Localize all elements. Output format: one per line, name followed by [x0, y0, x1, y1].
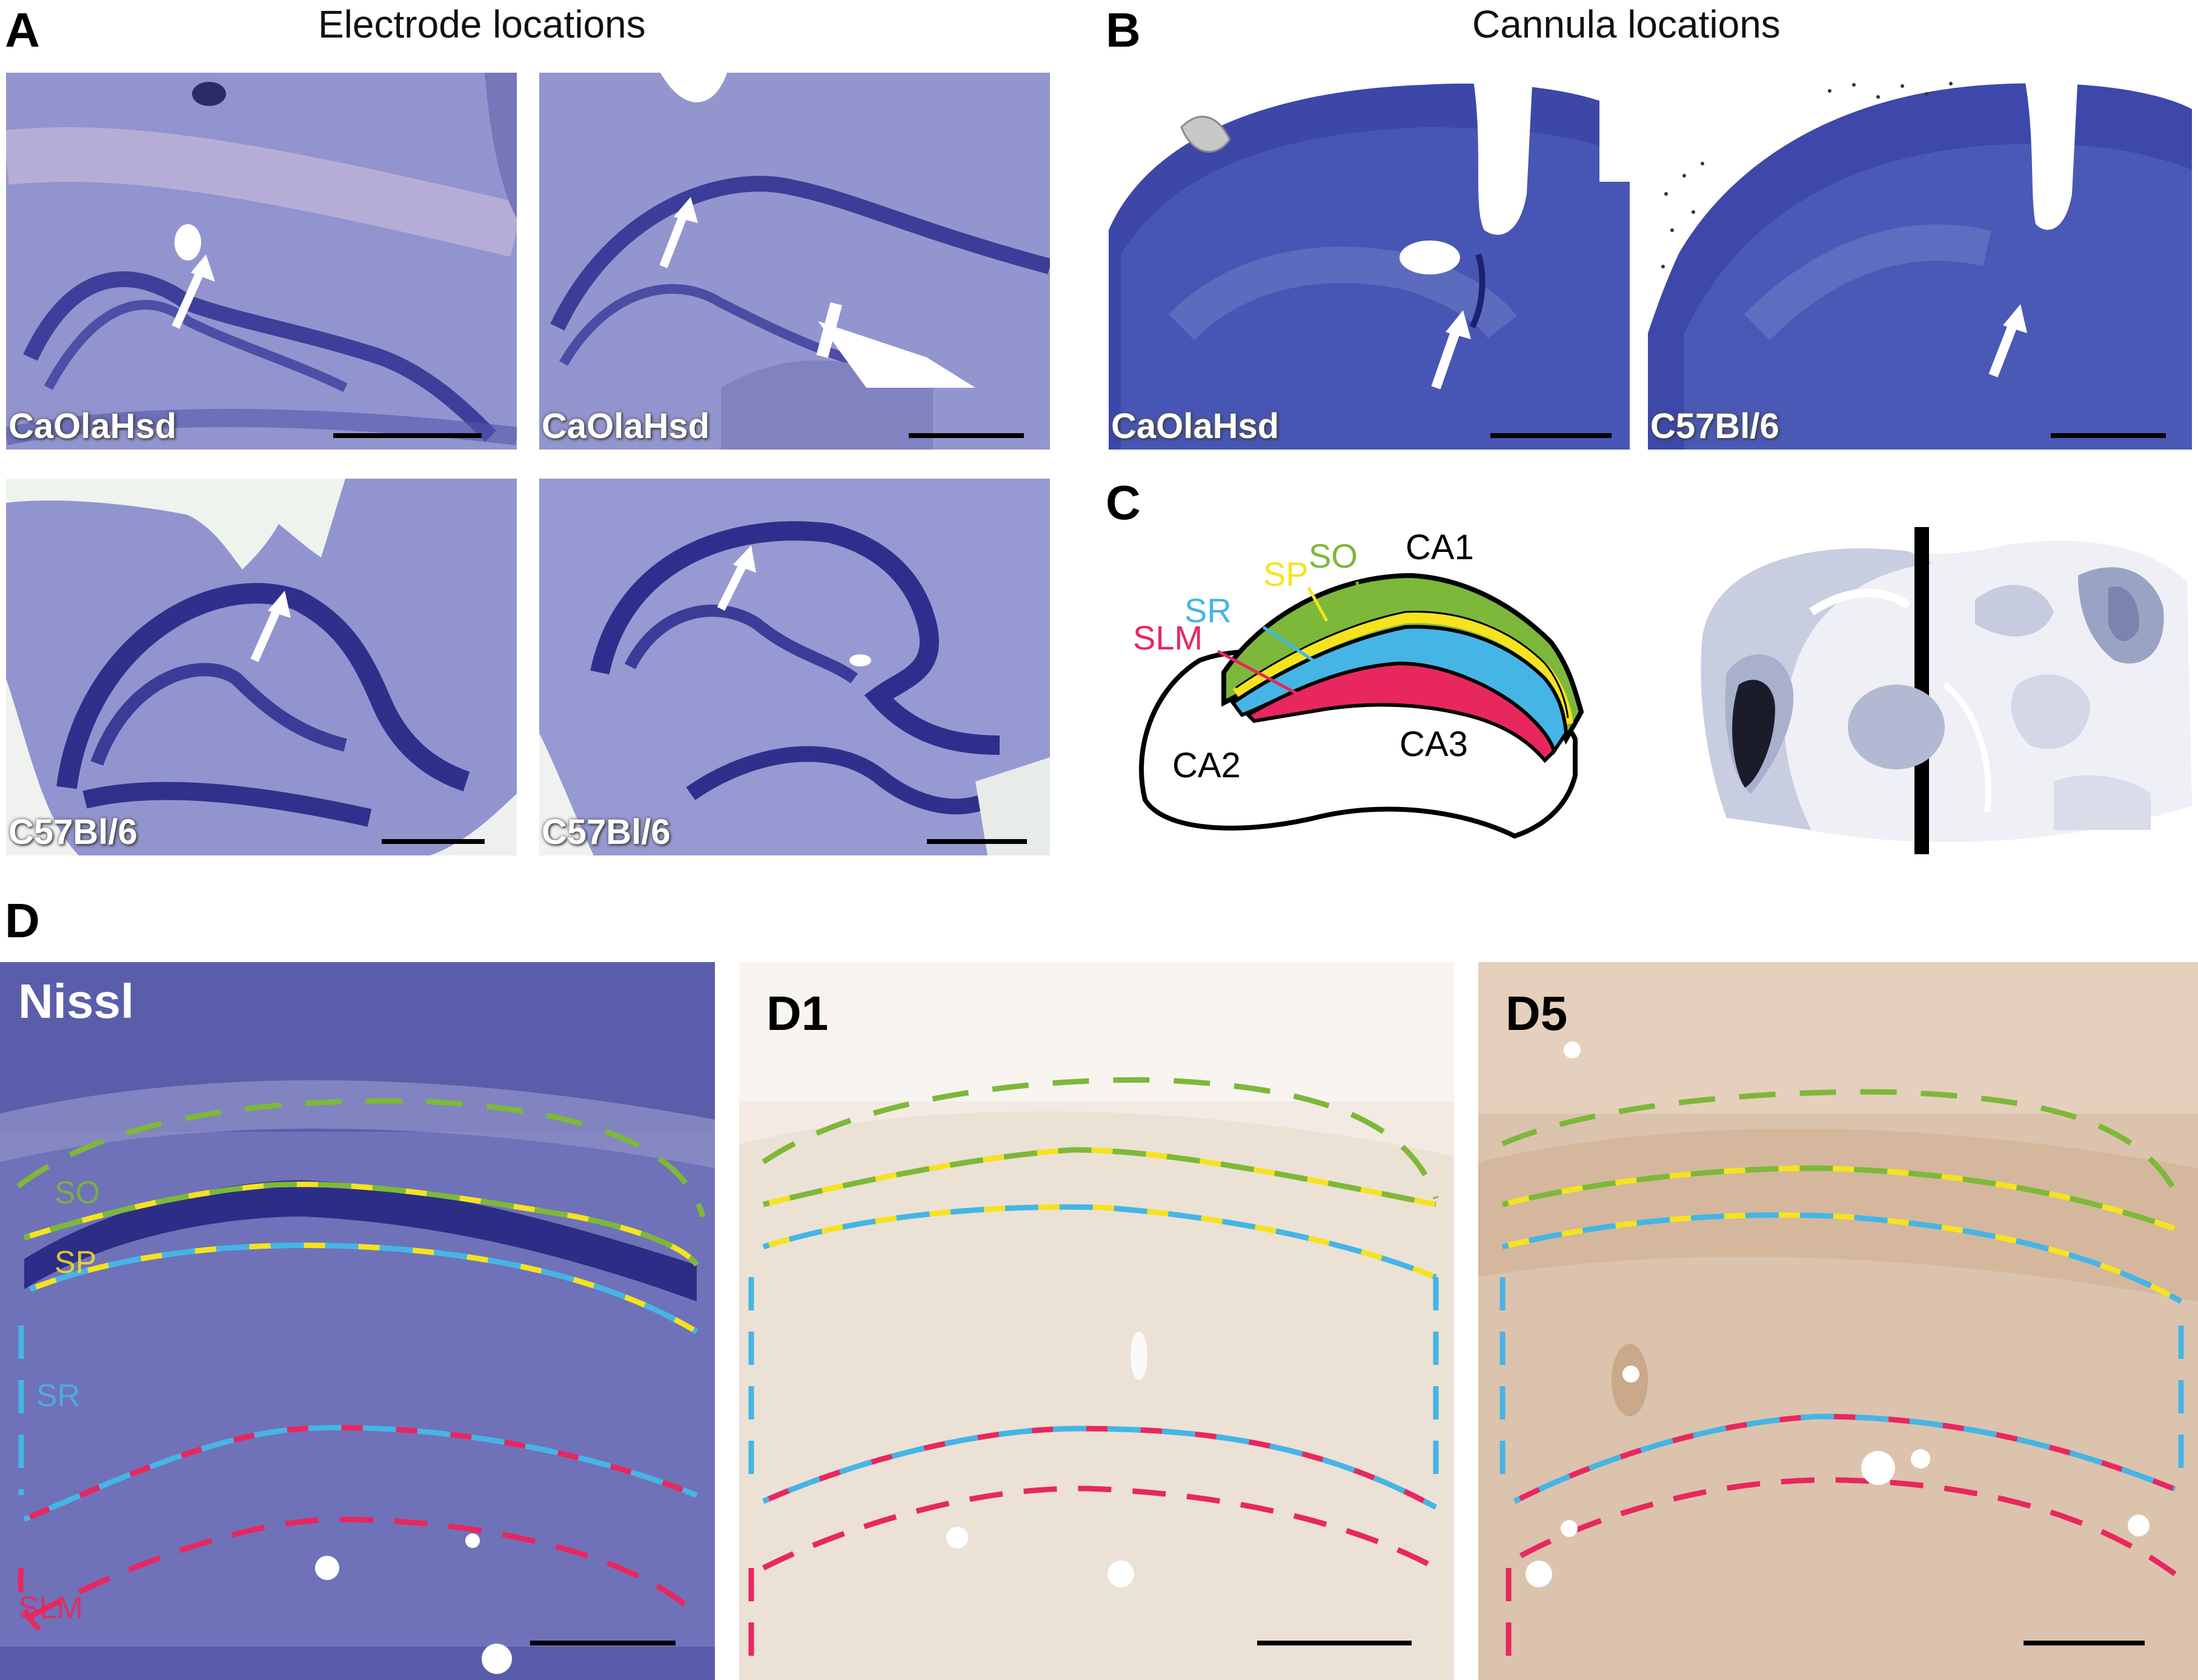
d5-section — [1478, 962, 2198, 1680]
scale-bar — [909, 433, 1024, 438]
layer-so-label: SO — [55, 1175, 101, 1210]
panel-b-letter: B — [1106, 3, 1141, 57]
stain-label-d5: D5 — [1506, 986, 1568, 1040]
scale-bar — [1257, 1641, 1412, 1645]
histology-a1 — [6, 73, 517, 450]
label-so: SO — [1309, 537, 1358, 575]
label-sp: SP — [1263, 555, 1309, 593]
panel-a-letter: A — [5, 3, 40, 57]
d1-section — [739, 962, 1454, 1680]
scale-bar — [927, 839, 1027, 844]
label-ca2: CA2 — [1172, 746, 1241, 785]
label-slm: SLM — [1133, 619, 1203, 657]
stain-label-nissl: Nissl — [18, 974, 134, 1028]
histology-a3 — [6, 479, 517, 855]
panel-d-nissl: Nissl SO SP SR SLM — [0, 962, 715, 1680]
layer-slm-label: SLM — [18, 1590, 83, 1625]
strain-label: C57Bl/6 — [542, 812, 671, 852]
panel-c-letter: C — [1106, 476, 1141, 530]
panel-b-title: Cannula locations — [1472, 2, 1781, 46]
layer-sp-label: SP — [55, 1245, 97, 1280]
scale-bar — [530, 1641, 676, 1645]
label-ca1: CA1 — [1406, 528, 1474, 567]
strain-label: C57Bl/6 — [1650, 407, 1779, 446]
panel-d-d5: D5 — [1478, 962, 2198, 1680]
histology-b1 — [1109, 73, 1630, 450]
strain-label: C57Bl/6 — [8, 812, 138, 852]
panel-b-image-1: CaOlaHsd — [1109, 73, 1630, 450]
scale-bar — [2024, 1641, 2145, 1645]
brain-section-diagram — [1690, 527, 2192, 854]
scale-bar — [1490, 433, 1612, 438]
hippocampus-schematic: SO SP SR SLM CA1 CA2 CA3 — [1127, 509, 1672, 848]
scale-bar — [382, 839, 485, 844]
brain-atlas-image — [1701, 527, 2192, 854]
label-ca3: CA3 — [1399, 725, 1468, 764]
panel-d-d1: D1 — [739, 962, 1454, 1680]
schematic-layers — [1139, 573, 1584, 839]
histology-a2 — [539, 73, 1050, 450]
scale-bar — [333, 433, 482, 438]
strain-label: CaOlaHsd — [1111, 407, 1280, 446]
histology-b2 — [1648, 73, 2192, 450]
histology-a4 — [539, 479, 1050, 855]
panel-a-title: Electrode locations — [318, 2, 646, 46]
panel-a-image-3: C57Bl/6 — [6, 479, 517, 855]
panel-a-image-4: C57Bl/6 — [539, 479, 1050, 855]
layer-sr-label: SR — [36, 1378, 81, 1413]
strain-label: CaOlaHsd — [542, 407, 710, 446]
stain-label-d1: D1 — [766, 986, 829, 1040]
panel-a-image-2: CaOlaHsd — [539, 73, 1050, 450]
strain-label: CaOlaHsd — [8, 407, 177, 446]
panel-d-letter: D — [5, 894, 40, 948]
scale-bar — [2051, 433, 2166, 438]
label-sr: SR — [1184, 591, 1232, 629]
nissl-section — [0, 962, 715, 1680]
panel-b-image-2: C57Bl/6 — [1648, 73, 2192, 450]
panel-a-image-1: CaOlaHsd — [6, 73, 517, 450]
